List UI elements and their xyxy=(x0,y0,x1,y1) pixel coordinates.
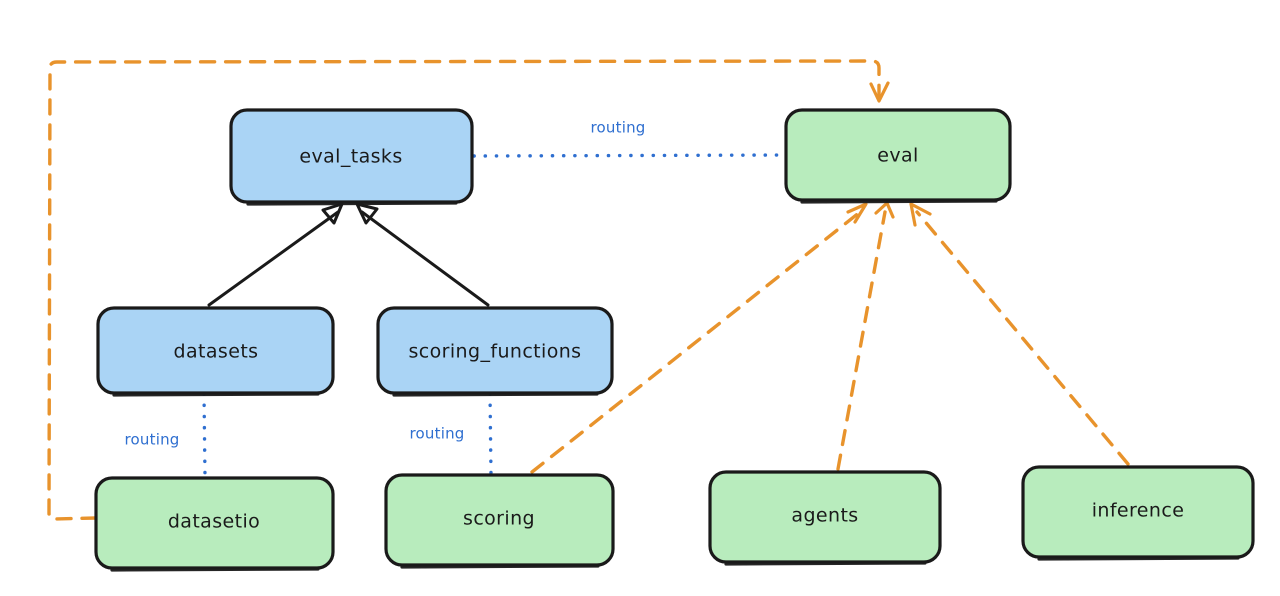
edge-scoring_functions-to-scoring xyxy=(488,392,493,476)
node-scoring[interactable]: scoring xyxy=(384,473,615,569)
edge-datasets-to-datasetio xyxy=(202,392,207,479)
node-label-datasets: datasets xyxy=(174,341,259,363)
node-eval_tasks[interactable]: eval_tasks xyxy=(229,108,474,206)
arrowhead-icon xyxy=(869,81,890,103)
edge-scoring_functions-to-eval_tasks xyxy=(355,202,490,307)
edge-labels-layer: routing routing routing xyxy=(125,119,646,449)
node-label-agents: agents xyxy=(791,505,858,527)
edge-datasets-to-eval_tasks xyxy=(207,202,344,307)
node-inference[interactable]: inference xyxy=(1021,465,1255,561)
arrowhead-icon xyxy=(355,202,379,225)
node-datasetio[interactable]: datasetio xyxy=(94,476,335,572)
node-scoring_functions[interactable]: scoring_functions xyxy=(376,306,614,397)
routing-edges xyxy=(202,153,788,479)
node-label-eval: eval xyxy=(877,145,918,167)
node-label-eval_tasks: eval_tasks xyxy=(299,146,402,168)
edge-label-routing-eval: routing xyxy=(591,119,646,137)
node-label-inference: inference xyxy=(1092,500,1185,522)
edge-inference-to-eval xyxy=(909,202,1130,466)
node-label-scoring: scoring xyxy=(463,508,535,530)
node-datasets[interactable]: datasets xyxy=(96,306,335,397)
nodes-layer: eval_tasks eval datasets scoring_functio… xyxy=(94,108,1255,572)
arrowhead-icon xyxy=(909,202,932,227)
edge-label-routing-datasets: routing xyxy=(125,431,180,449)
node-label-scoring_functions: scoring_functions xyxy=(409,341,582,363)
edge-datasetio-to-eval xyxy=(47,59,890,521)
edge-scoring-to-eval xyxy=(530,202,868,474)
dependency-edges xyxy=(47,59,1130,521)
node-eval[interactable]: eval xyxy=(784,108,1012,204)
arrowhead-icon xyxy=(321,202,344,225)
arrowhead-icon xyxy=(846,202,868,224)
edge-agents-to-eval xyxy=(836,201,895,471)
edge-label-routing-scoring: routing xyxy=(410,425,465,443)
edge-eval_tasks-to-eval xyxy=(472,153,788,158)
node-label-datasetio: datasetio xyxy=(168,511,260,533)
dependency-solid-edges xyxy=(207,202,490,307)
node-agents[interactable]: agents xyxy=(708,470,942,566)
